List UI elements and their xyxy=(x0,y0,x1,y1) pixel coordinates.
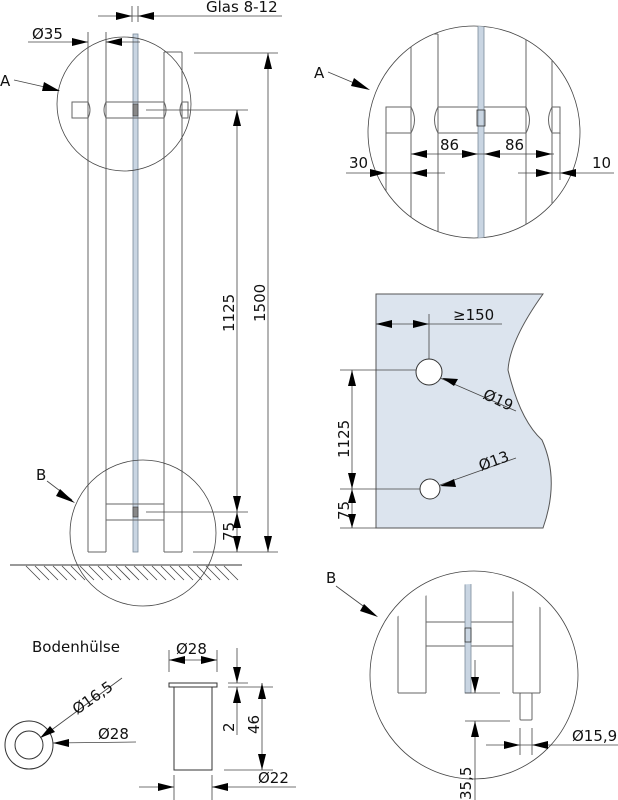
dim-1125-panel: 1125 xyxy=(335,420,353,458)
lower-clamp xyxy=(106,503,164,521)
ground-hatch-line xyxy=(115,565,131,581)
ground-hatch-line xyxy=(142,565,158,581)
ground-line xyxy=(10,564,242,581)
ground-hatch-line xyxy=(106,565,122,581)
detail-a-title: A xyxy=(314,64,325,82)
ground-hatch-line xyxy=(79,565,95,581)
detail-b-marker: B xyxy=(36,466,46,484)
ground-hatch-line xyxy=(34,565,50,581)
ground-hatch-line xyxy=(43,565,59,581)
right-post xyxy=(163,51,183,553)
ground-hatch-line xyxy=(196,565,212,581)
ground-hatch-line xyxy=(124,565,140,581)
ground-hatch-line xyxy=(187,565,203,581)
ground-hatch-line xyxy=(25,565,41,581)
dim-flange-height-2: 2 xyxy=(220,722,238,732)
detail-a-view: A 86 86 30 10 xyxy=(314,25,614,239)
main-elevation-view: Glas 8-12 Ø35 A B 1125 1500 75 xyxy=(0,0,282,607)
ground-hatch-line xyxy=(133,565,149,581)
detail-b-view: B 35,5 Ø15,9 xyxy=(326,569,618,800)
ground-hatch-line xyxy=(97,565,113,581)
left-post xyxy=(87,32,107,553)
ground-hatch-line xyxy=(178,565,194,581)
detail-b-circle xyxy=(69,459,217,607)
glass-thickness-label: Glas 8-12 xyxy=(206,0,278,16)
upper-clamp xyxy=(71,101,189,119)
dim-86-right: 86 xyxy=(505,136,524,154)
dim-body-22: Ø22 xyxy=(258,769,289,787)
detail-a-circle xyxy=(56,36,192,172)
dim-sleeve-28-plan: Ø28 xyxy=(98,725,129,743)
dim-86-left: 86 xyxy=(440,136,459,154)
sleeve-outer-circle xyxy=(4,720,54,770)
dim-1500: 1500 xyxy=(251,284,269,322)
ground-hatch-line xyxy=(160,565,176,581)
ground-hatch-line xyxy=(214,565,230,581)
glass-pane xyxy=(132,33,139,553)
ground-hatch-line xyxy=(52,565,68,581)
sleeve-flange xyxy=(168,682,218,688)
dim-min-150: ≥150 xyxy=(453,306,494,324)
ground-hatch-line xyxy=(88,565,104,581)
dim-10: 10 xyxy=(592,154,611,172)
ground-hatch-line xyxy=(205,565,221,581)
post-diameter-label: Ø35 xyxy=(32,25,63,43)
sleeve-inner-circle xyxy=(14,730,44,760)
dim-75-main: 75 xyxy=(220,522,238,541)
dim-flange-28: Ø28 xyxy=(176,640,207,658)
ground-hatch-line xyxy=(169,565,185,581)
dim-sleeve-height-46: 46 xyxy=(245,715,263,734)
ground-hatch-line xyxy=(151,565,167,581)
dim-sleeve-16-5: Ø16,5 xyxy=(69,678,116,719)
dim-75-panel: 75 xyxy=(335,501,353,520)
ground-hatch-line xyxy=(70,565,86,581)
dim-1125-main: 1125 xyxy=(220,294,238,332)
glass-panel-view: ≥150 Ø19 Ø13 1125 75 xyxy=(335,293,552,529)
dim-30: 30 xyxy=(349,154,368,172)
sleeve-body xyxy=(173,686,213,771)
upper-hole xyxy=(415,358,443,386)
dim-35-5: 35,5 xyxy=(457,767,475,800)
floor-sleeve-view: Bodenhülse Ø16,5 Ø28 Ø28 2 46 xyxy=(4,638,296,800)
detail-a-marker: A xyxy=(0,72,11,90)
ground-hatch-line xyxy=(61,565,77,581)
floor-sleeve-title: Bodenhülse xyxy=(32,638,120,656)
lower-hole xyxy=(419,478,441,500)
ground-hatch-line xyxy=(223,565,239,581)
dim-pin-15-9: Ø15,9 xyxy=(572,727,617,745)
detail-b-title: B xyxy=(326,569,336,587)
